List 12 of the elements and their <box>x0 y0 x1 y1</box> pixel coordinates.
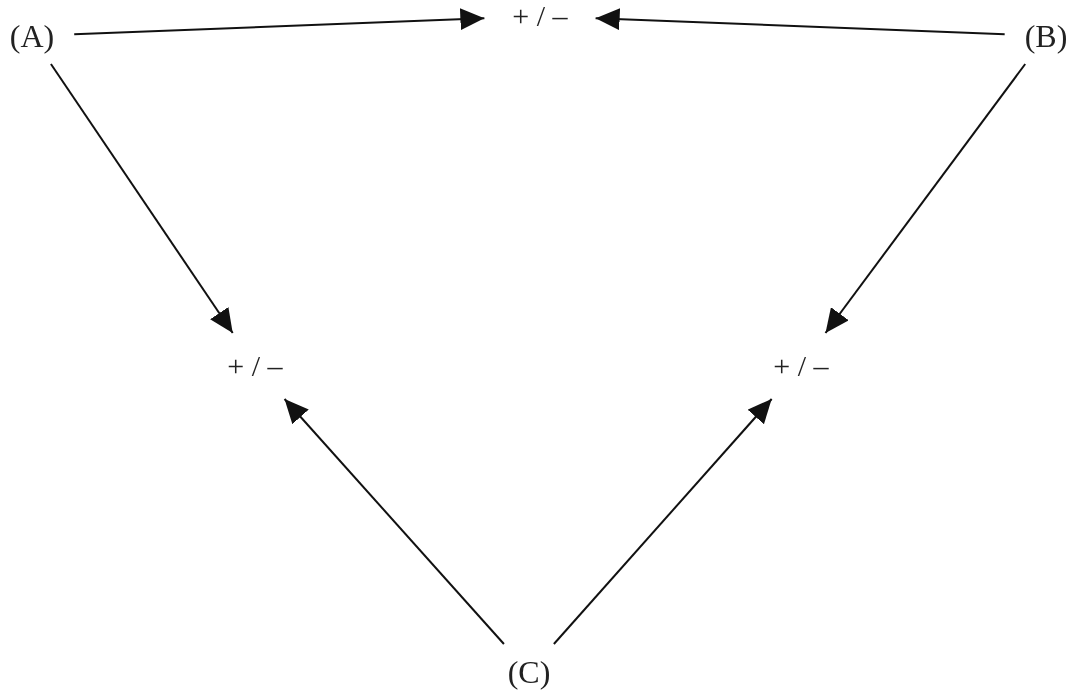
node-label: (A) <box>9 20 55 52</box>
arrow <box>49 63 234 334</box>
node-label: + / – <box>512 1 568 31</box>
node-label: + / – <box>227 351 283 381</box>
arrow <box>824 63 1027 334</box>
arrow <box>552 398 773 645</box>
node-label: (B) <box>1024 20 1068 52</box>
node-label: + / – <box>773 351 829 381</box>
arrow <box>73 8 486 36</box>
arrow <box>283 398 505 645</box>
arrow <box>594 8 1006 36</box>
node-label: (C) <box>507 656 551 688</box>
